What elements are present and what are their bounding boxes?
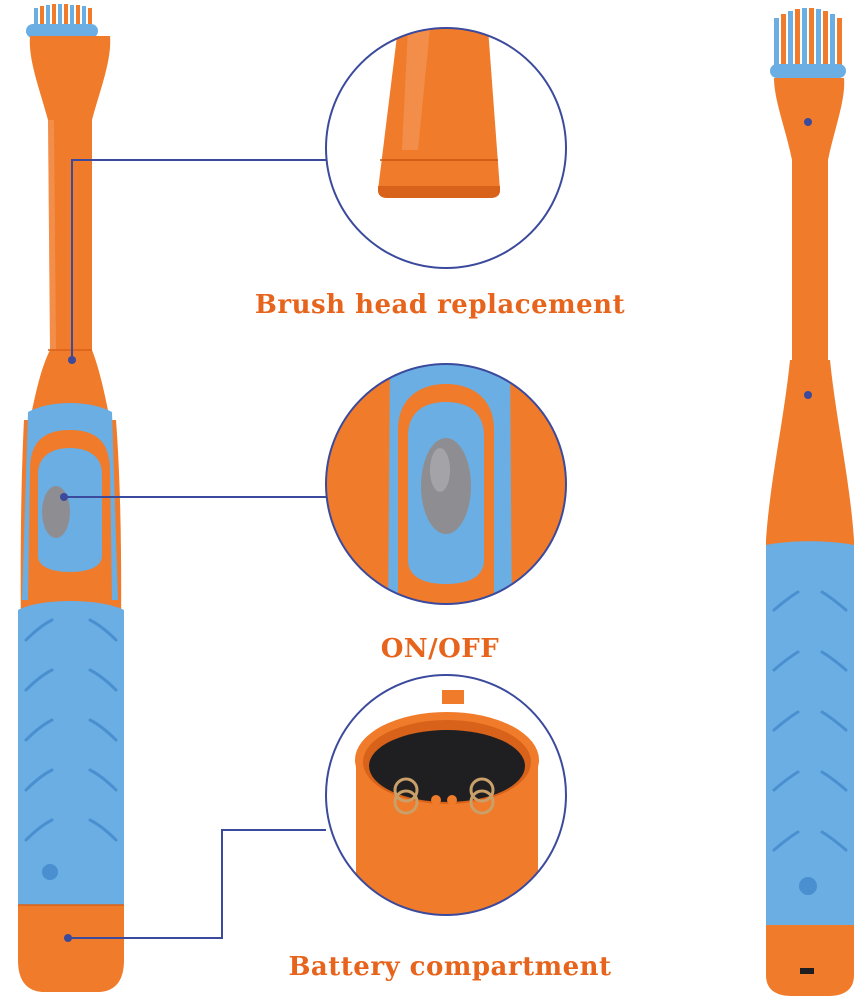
detail-battery-compartment bbox=[325, 674, 567, 916]
brush-front-view bbox=[18, 4, 124, 992]
caption-battery-compartment: Battery compartment bbox=[288, 952, 612, 982]
bristles bbox=[34, 4, 92, 28]
grip-ridges bbox=[24, 618, 118, 842]
caption-on-off: ON/OFF bbox=[380, 634, 500, 664]
detail-power-button bbox=[325, 363, 567, 605]
grip-ridges-back bbox=[772, 590, 848, 852]
caption-brush-head-replacement: Brush head replacement bbox=[254, 290, 626, 320]
callout-lines bbox=[60, 159, 326, 942]
detail-brush-head bbox=[325, 27, 567, 269]
brush-back-view bbox=[766, 8, 854, 996]
bristles-back bbox=[774, 8, 842, 68]
